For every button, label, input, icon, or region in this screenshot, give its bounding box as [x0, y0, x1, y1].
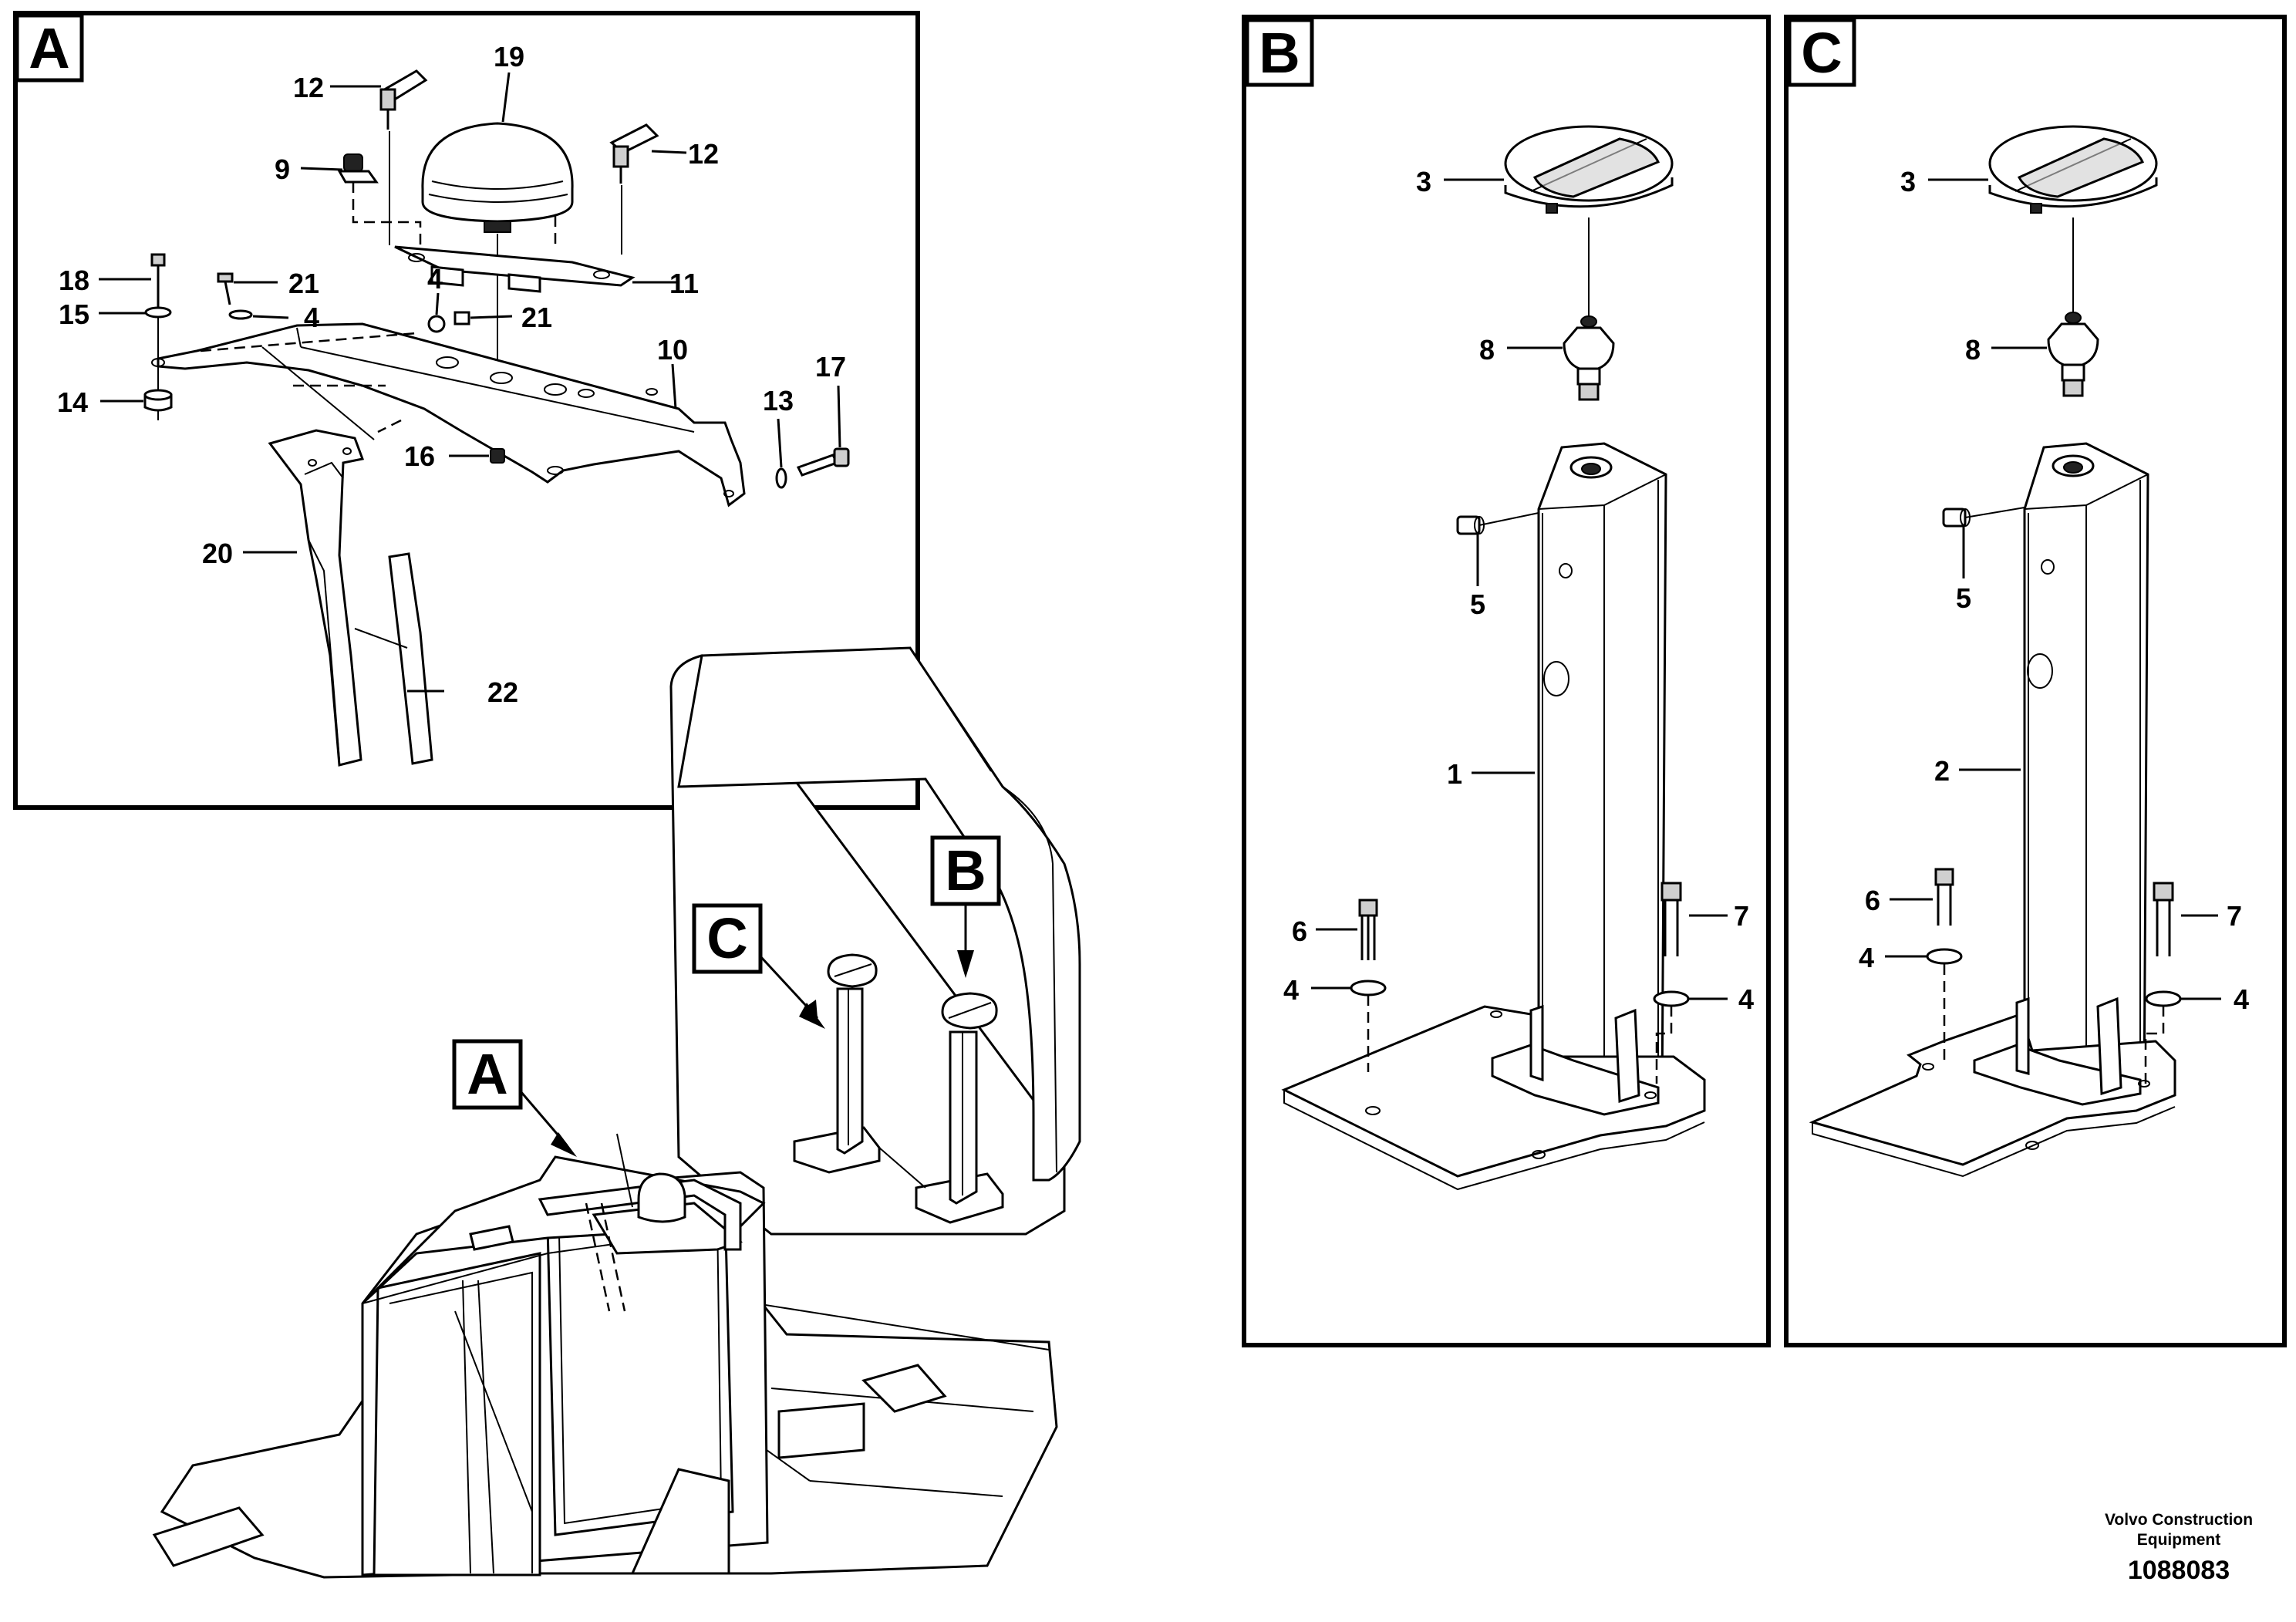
callout-19: 19 — [494, 41, 524, 73]
callout-12-right: 12 — [688, 138, 719, 170]
callout-b-3: 3 — [1416, 166, 1431, 197]
callout-c-4-left: 4 — [1859, 942, 1874, 973]
antenna-disc-3-c — [1988, 125, 2158, 214]
washer-4-c-left — [1926, 948, 1963, 965]
bolt-6-b — [1358, 899, 1378, 960]
knob-9 — [337, 153, 379, 184]
callout-b-4-left: 4 — [1283, 974, 1299, 1006]
washer-4-top — [228, 309, 253, 320]
callout-c-3: 3 — [1900, 166, 1916, 197]
panel-tag-c: C — [1801, 21, 1842, 85]
callout-b-4-right: 4 — [1738, 983, 1754, 1015]
pillar-cover-20 — [268, 429, 365, 767]
roof-bracket-10 — [151, 322, 746, 508]
detail-panel-b: B — [1242, 15, 1771, 1347]
panel-tag-b: B — [1259, 21, 1300, 85]
overview-mast-b — [915, 992, 1004, 1224]
washer-13 — [775, 467, 787, 489]
washer-4-mid — [427, 315, 446, 333]
callout-9: 9 — [275, 153, 290, 185]
callouts-b: 3 8 5 1 6 4 7 4 — [1283, 166, 1754, 1015]
callout-c-2: 2 — [1934, 755, 1950, 787]
credit-company-line1: Volvo Construction — [2105, 1511, 2253, 1529]
overview-mast-c — [793, 953, 881, 1174]
overview-tag-a: A — [467, 1042, 507, 1106]
callout-16: 16 — [404, 440, 435, 472]
base-plate-c — [1809, 996, 2176, 1178]
callout-c-4-right: 4 — [2234, 983, 2249, 1015]
callout-4-mid: 4 — [427, 263, 443, 295]
callout-c-5: 5 — [1956, 582, 1971, 614]
callout-11: 11 — [669, 268, 699, 299]
washer-15 — [144, 306, 172, 319]
callout-21-mid: 21 — [521, 302, 552, 333]
callout-b-8: 8 — [1479, 334, 1495, 366]
callout-c-8: 8 — [1965, 334, 1981, 366]
panel-tag-a: A — [29, 16, 69, 80]
callouts-a: 12 19 12 9 11 18 21 15 4 4 21 10 17 13 1… — [57, 41, 846, 708]
washer-4-c-right — [2145, 990, 2182, 1007]
callout-14: 14 — [57, 386, 88, 418]
callout-10: 10 — [657, 334, 688, 366]
leaders-a — [99, 72, 841, 693]
leaders-b — [1311, 178, 1728, 1000]
adapter-8-b — [1563, 315, 1615, 401]
antenna-dome-19 — [421, 122, 574, 233]
bolt-21-top — [217, 272, 234, 305]
callout-20: 20 — [202, 538, 233, 569]
callout-17: 17 — [815, 351, 846, 383]
washer-4-b-right — [1653, 990, 1690, 1007]
callout-b-7: 7 — [1734, 900, 1749, 932]
adapter-8-c — [2047, 312, 2099, 397]
bolt-21-mid — [453, 311, 470, 325]
callout-c-7: 7 — [2227, 900, 2242, 932]
overview-callout-b: B — [930, 835, 1001, 978]
machine-overview — [152, 646, 1081, 1579]
bolt-7-c — [2153, 882, 2174, 956]
thumb-screw-12-right — [609, 123, 659, 184]
bolt-7-b — [1660, 882, 1682, 956]
overview-callout-c: C — [692, 903, 825, 1029]
trim-strip-22 — [388, 552, 433, 765]
credit-company-line2: Equipment — [2137, 1531, 2221, 1549]
callout-b-6: 6 — [1292, 916, 1307, 947]
spacer-14 — [143, 389, 173, 412]
bolt-18 — [150, 253, 166, 309]
callout-15: 15 — [59, 298, 89, 330]
callout-18: 18 — [59, 265, 89, 296]
callout-4-top: 4 — [304, 302, 319, 333]
callout-b-5: 5 — [1470, 588, 1485, 620]
drawing-number: 1088083 — [2128, 1556, 2230, 1585]
callout-22: 22 — [487, 676, 518, 708]
detail-panel-a: A — [13, 11, 920, 810]
drawing-credit: Volvo Construction Equipment 1088083 — [2105, 1511, 2253, 1585]
callout-21-top: 21 — [288, 268, 319, 299]
callout-b-1: 1 — [1447, 758, 1462, 790]
detail-panel-c: C — [1784, 15, 2287, 1347]
thumb-screw-12-left — [379, 69, 428, 130]
callout-13: 13 — [763, 385, 794, 416]
callout-12-left: 12 — [293, 72, 324, 103]
overview-tag-c: C — [706, 906, 747, 970]
mast-2 — [2023, 442, 2149, 1104]
bracket-plate-11 — [394, 245, 636, 293]
base-plate-b — [1281, 1004, 1706, 1191]
bolt-17 — [796, 447, 850, 477]
overview-callout-a: A — [452, 1039, 577, 1157]
washer-4-b-left — [1350, 980, 1387, 996]
overview-tag-b: B — [945, 838, 986, 902]
nut-16 — [490, 448, 505, 464]
callouts-c: 3 8 5 2 6 4 7 4 — [1859, 166, 2249, 1015]
callout-c-6: 6 — [1865, 885, 1880, 916]
antenna-disc-3-b — [1504, 125, 1674, 214]
bolt-6-c — [1934, 868, 1954, 926]
mast-1 — [1537, 442, 1667, 1108]
leaders-c — [1885, 178, 2221, 1000]
